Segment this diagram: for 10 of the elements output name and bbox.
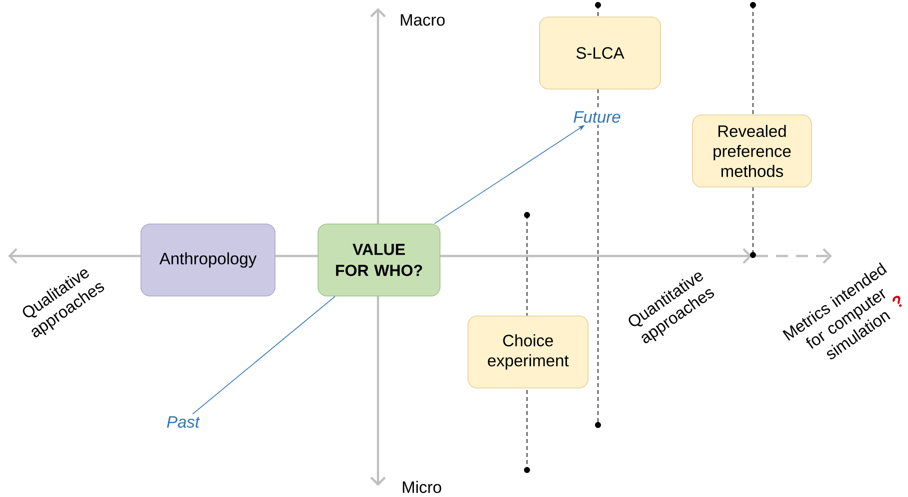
process-box: Revealed preference methods <box>692 114 812 188</box>
process-box: S-LCA <box>539 16 661 90</box>
axis-label: Macro <box>400 14 445 26</box>
question-mark: ? <box>892 296 902 308</box>
axis-label: Micro <box>402 480 442 494</box>
timeline-label: Past <box>164 414 202 430</box>
process-box: Choice experiment <box>468 316 588 388</box>
timeline-label: Future <box>571 109 623 125</box>
process-box: VALUE FOR WHO? <box>318 224 440 296</box>
process-box: Anthropology <box>140 224 276 296</box>
